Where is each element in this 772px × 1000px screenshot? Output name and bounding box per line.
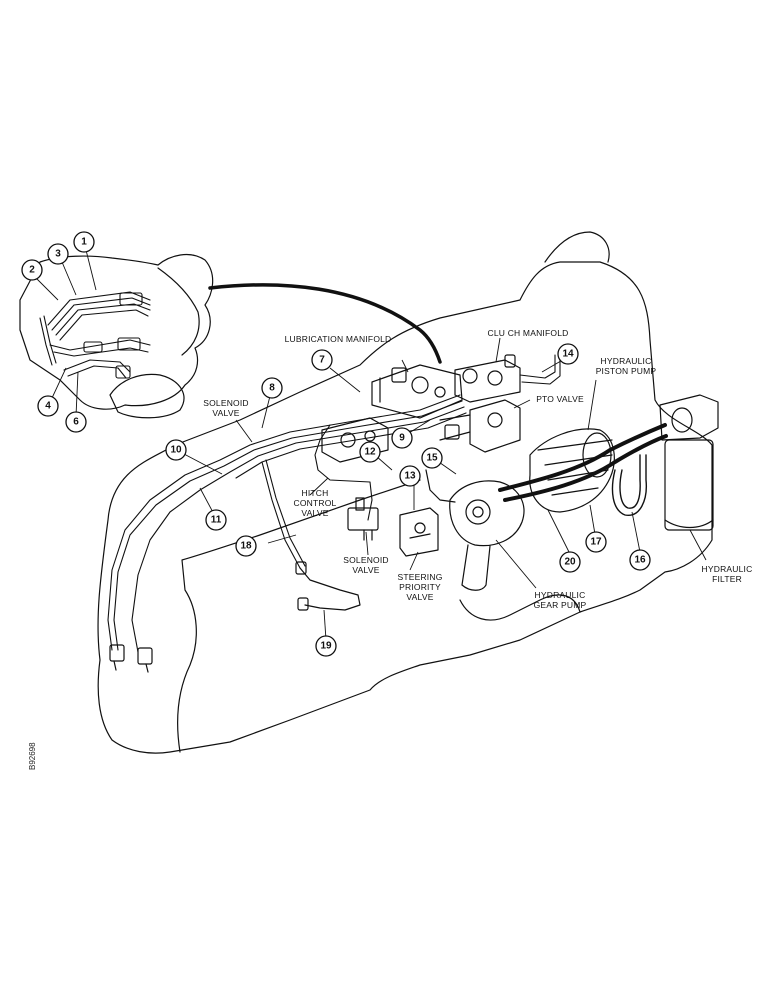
callout-13-circle xyxy=(399,465,421,487)
main-pipe-bundle xyxy=(107,354,561,653)
callout-3-circle xyxy=(47,243,69,265)
callout-18-circle xyxy=(235,535,257,557)
callout-7-circle xyxy=(311,349,333,371)
inset-connector-line xyxy=(208,283,442,364)
inset-blob-bottom xyxy=(109,373,185,419)
inset-pipe-group xyxy=(39,291,151,379)
callout-17: 17 xyxy=(590,537,602,548)
callout-2: 2 xyxy=(29,265,35,276)
label-hitch-control-valve: HITCH CONTROL VALVE xyxy=(293,488,337,518)
inset-engine-outline xyxy=(19,253,214,410)
label-clutch-manifold: CLU CH MANIFOLD xyxy=(487,328,569,338)
callout-20: 20 xyxy=(564,557,576,568)
callout-12: 12 xyxy=(364,447,376,458)
callout-11-circle xyxy=(205,509,227,531)
callout-9: 9 xyxy=(399,433,405,444)
label-solenoid-valve-center: SOLENOID VALVE xyxy=(343,555,389,575)
hitch-control-valve-shape xyxy=(321,417,389,463)
hose-16 xyxy=(611,454,647,516)
fitting-18 xyxy=(295,561,307,575)
callout-11: 11 xyxy=(211,515,222,526)
steering-priority-valve-shape xyxy=(399,507,439,557)
callout-16: 16 xyxy=(634,555,646,566)
callout-15-circle xyxy=(421,447,443,469)
callout-1-circle xyxy=(73,231,95,253)
leader-lines xyxy=(35,249,707,641)
callout-1: 1 xyxy=(81,237,87,248)
solenoid-valve-center-shape xyxy=(347,497,379,541)
inset-blob-right xyxy=(157,267,200,356)
label-hydraulic-gear-pump: HYDRAULIC GEAR PUMP xyxy=(533,590,587,610)
pipe-15 xyxy=(425,469,456,503)
callout-8: 8 xyxy=(269,383,275,394)
callout-6-circle xyxy=(65,411,87,433)
callout-12-circle xyxy=(359,441,381,463)
label-steering-priority-valve: STEERING PRIORITY VALVE xyxy=(397,572,443,602)
hose-20 xyxy=(503,434,668,502)
callout-13: 13 xyxy=(404,471,416,482)
label-hydraulic-piston-pump: HYDRAULIC PISTON PUMP xyxy=(595,356,657,376)
hydraulic-gear-pump-shape xyxy=(449,480,525,591)
callout-4: 4 xyxy=(45,401,51,412)
hydraulic-filter-shape xyxy=(659,394,719,531)
label-lubrication-manifold: LUBRICATION MANIFOLD xyxy=(284,334,392,344)
callout-10-circle xyxy=(165,439,187,461)
callout-19: 19 xyxy=(320,641,332,652)
callout-18: 18 xyxy=(240,541,252,552)
callout-9-circle xyxy=(391,427,413,449)
callout-6: 6 xyxy=(73,417,79,428)
hose-17 xyxy=(498,423,667,492)
callout-17-circle xyxy=(585,531,607,553)
callout-3: 3 xyxy=(55,249,61,260)
rear-axle-contour xyxy=(544,231,610,263)
callout-16-circle xyxy=(629,549,651,571)
callout-19-circle xyxy=(315,635,337,657)
lubrication-manifold-shape xyxy=(371,364,463,419)
lower-left-fittings xyxy=(109,644,153,673)
callout-20-circle xyxy=(559,551,581,573)
callout-8-circle xyxy=(261,377,283,399)
housing-inner-contour xyxy=(177,479,421,753)
callout-10: 10 xyxy=(170,445,182,456)
callout-14-circle xyxy=(557,343,579,365)
transmission-housing-outline xyxy=(97,261,713,754)
pipe-19 xyxy=(299,567,361,611)
clutch-manifold-shape xyxy=(454,354,521,403)
callout-7: 7 xyxy=(319,355,325,366)
label-pto-valve: PTO VALVE xyxy=(536,394,584,404)
callout-15: 15 xyxy=(426,453,438,464)
figure-id: B92698 xyxy=(28,742,37,770)
callout-14: 14 xyxy=(562,349,574,360)
callout-4-circle xyxy=(37,395,59,417)
label-hydraulic-filter: HYDRAULIC FILTER xyxy=(701,564,753,584)
label-solenoid-valve-left: SOLENOID VALVE xyxy=(203,398,249,418)
pto-valve-shape xyxy=(439,399,521,453)
fitting-19 xyxy=(297,597,309,611)
lower-housing-lobe xyxy=(459,594,581,621)
callout-2-circle xyxy=(21,259,43,281)
